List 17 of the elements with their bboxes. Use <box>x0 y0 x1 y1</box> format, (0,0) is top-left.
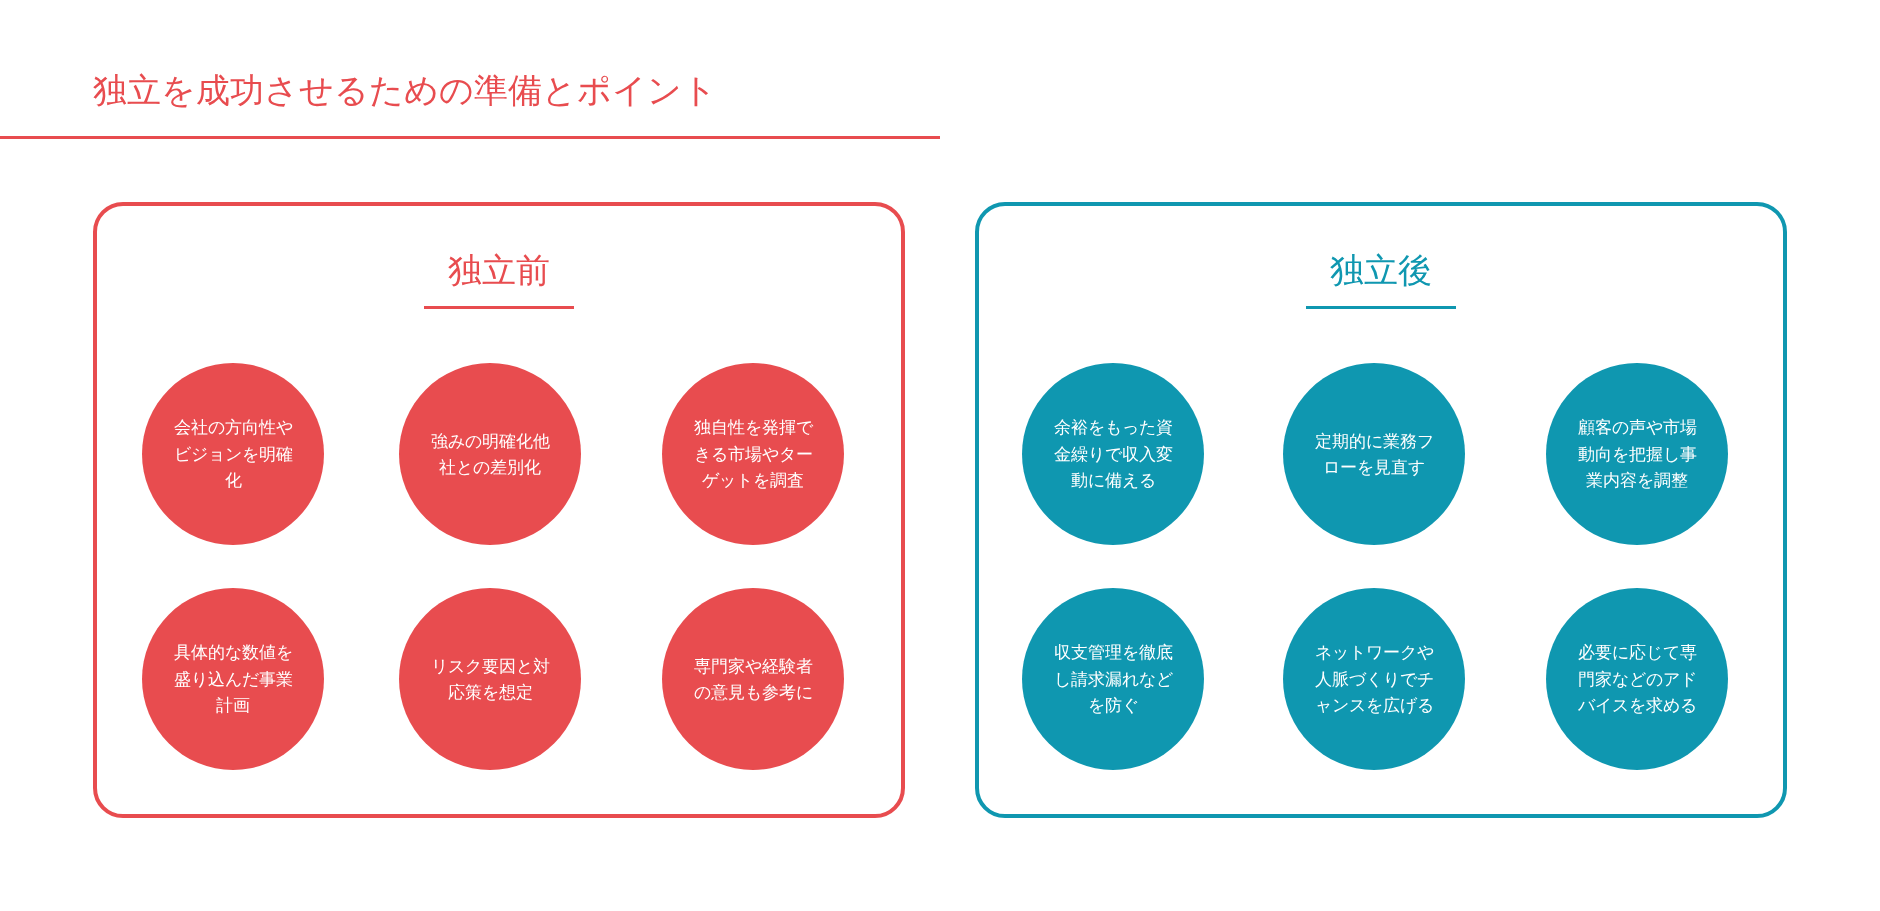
point-circle: ネットワークや人脈づくりでチャンスを広げる <box>1283 588 1465 770</box>
page-title: 独立を成功させるための準備とポイント <box>93 69 717 112</box>
point-circle: 余裕をもった資金繰りで収入変動に備える <box>1022 363 1204 545</box>
point-circle: 定期的に業務フローを見直す <box>1283 363 1465 545</box>
point-circle: 必要に応じて専門家などのアドバイスを求める <box>1546 588 1728 770</box>
point-circle: 収支管理を徹底し請求漏れなどを防ぐ <box>1022 588 1204 770</box>
point-circle: 会社の方向性やビジョンを明確化 <box>142 363 324 545</box>
section-panel <box>975 202 1787 818</box>
point-circle: 具体的な数値を盛り込んだ事業計画 <box>142 588 324 770</box>
point-circle: 専門家や経験者の意見も参考に <box>662 588 844 770</box>
point-circle: 独自性を発揮できる市場やターゲットを調査 <box>662 363 844 545</box>
point-circle: リスク要因と対応策を想定 <box>399 588 581 770</box>
point-circle: 強みの明確化他社との差別化 <box>399 363 581 545</box>
section-panel <box>93 202 905 818</box>
panel-heading: 独立前 <box>424 248 574 309</box>
point-circle: 顧客の声や市場動向を把握し事業内容を調整 <box>1546 363 1728 545</box>
panel-heading: 独立後 <box>1306 248 1456 309</box>
